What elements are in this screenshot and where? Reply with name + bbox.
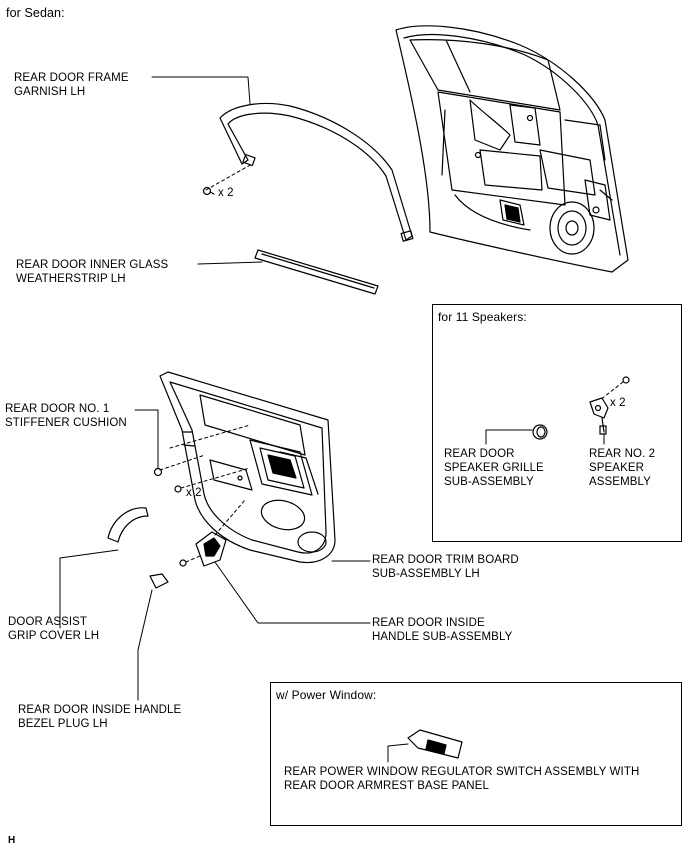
leader-frame-garnish — [151, 76, 251, 105]
inside-handle-label: REAR DOOR INSIDE HANDLE SUB-ASSEMBLY — [372, 616, 512, 644]
speaker-screw-qty: x 2 — [610, 397, 626, 409]
stiffener-cushion-label-line1: REAR DOOR NO. 1 — [5, 403, 110, 415]
no2-speaker-label-line2: SPEAKER — [589, 462, 645, 474]
leader-lines — [59, 76, 605, 763]
weatherstrip-label-line2: WEATHERSTRIP LH — [16, 273, 126, 285]
leader-assist-grip — [59, 549, 119, 629]
assist-grip-cover-part — [107, 507, 149, 543]
speaker-parts — [532, 376, 630, 440]
inside-handle-label-line1: REAR DOOR INSIDE — [372, 617, 485, 629]
power-window-box-title: w/ Power Window: — [276, 688, 377, 702]
power-window-detail-box — [270, 682, 682, 826]
bezel-plug-part — [149, 573, 169, 589]
trim-board-label: REAR DOOR TRIM BOARD SUB-ASSEMBLY LH — [372, 553, 519, 581]
assist-grip-label-line1: DOOR ASSIST — [8, 616, 88, 628]
weatherstrip-label: REAR DOOR INNER GLASS WEATHERSTRIP LH — [16, 258, 168, 286]
leader-stiffener-cushion — [134, 409, 159, 469]
speaker-grille-label-line3: SUB-ASSEMBLY — [444, 476, 534, 488]
no2-speaker-label: REAR NO. 2 SPEAKER ASSEMBLY — [589, 447, 655, 489]
trim-board-label-line2: SUB-ASSEMBLY LH — [372, 568, 480, 580]
frame-garnish-part — [202, 102, 414, 242]
variant-heading: for Sedan: — [6, 6, 65, 20]
leader-bezel-plug — [137, 589, 153, 701]
speaker-grille-label-line1: REAR DOOR — [444, 448, 515, 460]
trim-board-label-line1: REAR DOOR TRIM BOARD — [372, 554, 519, 566]
power-window-switch-label: REAR POWER WINDOW REGULATOR SWITCH ASSEM… — [284, 765, 639, 793]
leader-inside-handle — [214, 561, 371, 624]
leader-power-window — [387, 743, 409, 763]
assist-grip-label-line2: GRIP COVER LH — [8, 630, 100, 642]
figure-code: H — [8, 835, 16, 846]
rear-door-shell — [395, 25, 629, 273]
leader-speaker-grille — [485, 429, 533, 445]
bezel-plug-label-line2: BEZEL PLUG LH — [18, 718, 108, 730]
bezel-plug-label: REAR DOOR INSIDE HANDLE BEZEL PLUG LH — [18, 703, 181, 731]
inside-handle-part — [195, 531, 227, 567]
trim-board-part — [159, 371, 336, 564]
assist-grip-label: DOOR ASSIST GRIP COVER LH — [8, 615, 99, 643]
no2-speaker-label-line1: REAR NO. 2 — [589, 448, 656, 460]
trim-screws — [169, 424, 251, 567]
frame-garnish-label-line1: REAR DOOR FRAME — [14, 72, 129, 84]
speaker-grille-label-line2: SPEAKER GRILLE — [444, 462, 544, 474]
trim-screw-qty: x 2 — [186, 487, 202, 499]
speakers-detail-box — [432, 304, 682, 542]
frame-garnish-label: REAR DOOR FRAME GARNISH LH — [14, 71, 129, 99]
speakers-box-title: for 11 Speakers: — [438, 310, 527, 324]
weatherstrip-label-line1: REAR DOOR INNER GLASS — [16, 259, 169, 271]
garnish-clip-qty: x 2 — [218, 187, 234, 199]
leader-weatherstrip — [197, 261, 263, 265]
bezel-plug-label-line1: REAR DOOR INSIDE HANDLE — [18, 704, 182, 716]
power-window-switch-part — [407, 729, 463, 759]
frame-garnish-label-line2: GARNISH LH — [14, 86, 86, 98]
weatherstrip-part — [254, 249, 379, 295]
stiffener-cushion-label: REAR DOOR NO. 1 STIFFENER CUSHION — [5, 402, 127, 430]
inside-handle-label-line2: HANDLE SUB-ASSEMBLY — [372, 631, 513, 643]
speaker-grille-label: REAR DOOR SPEAKER GRILLE SUB-ASSEMBLY — [444, 447, 544, 489]
stiffener-cushion-label-line2: STIFFENER CUSHION — [5, 417, 127, 429]
power-window-switch-label-line2: REAR DOOR ARMREST BASE PANEL — [284, 780, 489, 792]
no2-speaker-label-line3: ASSEMBLY — [589, 476, 651, 488]
power-window-switch-label-line1: REAR POWER WINDOW REGULATOR SWITCH ASSEM… — [284, 766, 640, 778]
